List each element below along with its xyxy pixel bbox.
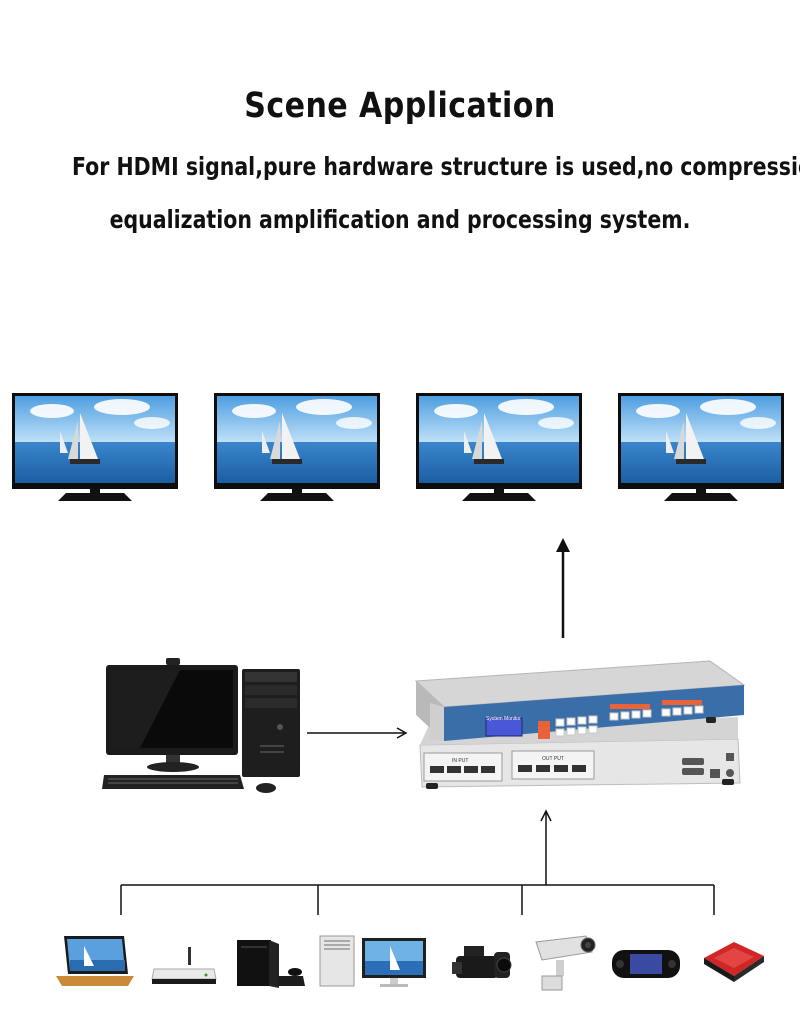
tv-icon xyxy=(416,393,582,501)
router-icon xyxy=(151,947,217,984)
set-top-box-icon xyxy=(704,942,764,982)
tv-display-4 xyxy=(618,393,784,505)
output-arrow-head xyxy=(556,538,570,552)
desktop-computer-icon xyxy=(102,658,300,793)
camcorder-icon xyxy=(452,946,512,978)
game-console-icon xyxy=(237,940,305,988)
output-port-label: OUT PUT xyxy=(542,756,564,762)
tv-display-2 xyxy=(214,393,380,505)
sources-arrow-head xyxy=(540,809,552,822)
laptop-icon xyxy=(56,936,134,986)
tv-icon xyxy=(12,393,178,501)
tv-display-3 xyxy=(416,393,582,505)
subtitle-line-1: For HDMI signal,pure hardware structure … xyxy=(72,152,800,181)
tv-icon xyxy=(214,393,380,501)
security-camera-icon xyxy=(535,935,596,991)
tv-display-1 xyxy=(12,393,178,505)
page-title: Scene Application xyxy=(244,86,556,126)
subtitle-line-2: equalization amplification and processin… xyxy=(109,205,691,234)
input-arrow-head xyxy=(396,727,408,739)
tv-icon xyxy=(618,393,784,501)
input-port-label: IN PUT xyxy=(452,758,469,764)
hdmi-matrix-device xyxy=(414,660,746,789)
device-brand-label: System Monitor xyxy=(486,716,521,722)
handheld-game-player-icon xyxy=(612,950,680,978)
desktop-computer-icon xyxy=(319,935,426,987)
